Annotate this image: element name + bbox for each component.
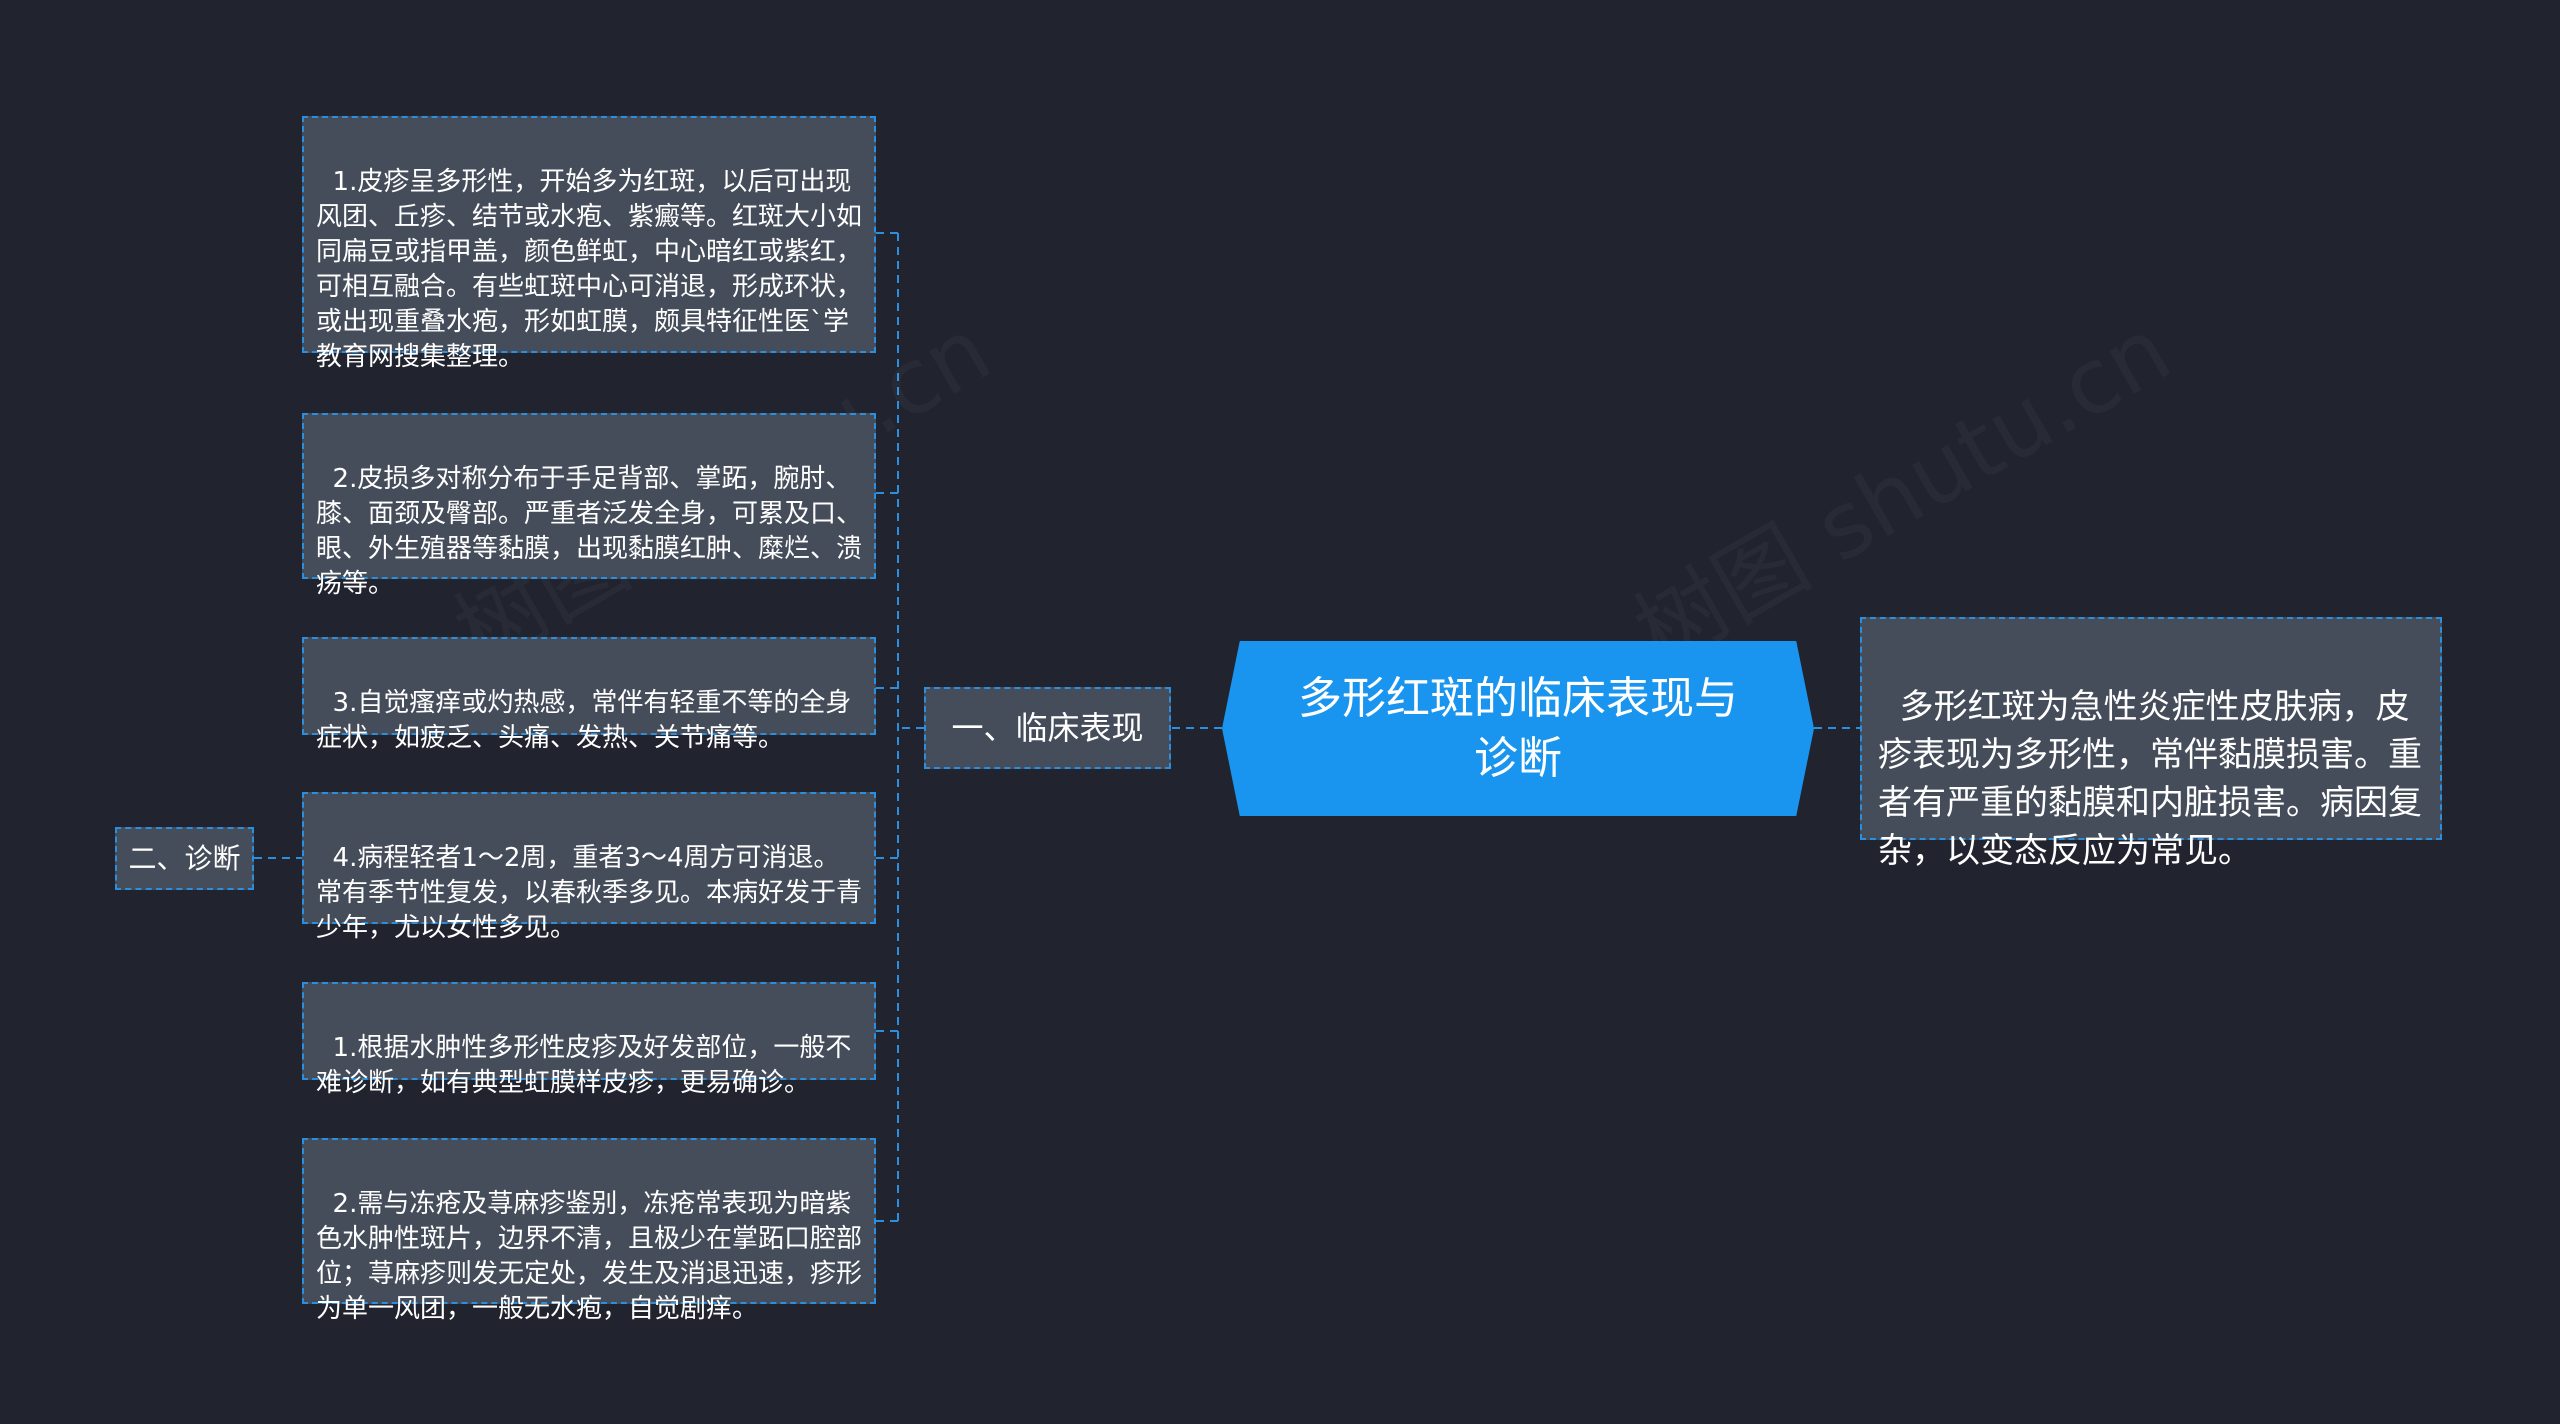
branch-label: 二、诊断: [128, 841, 241, 875]
leaf-node-5[interactable]: 1.根据水肿性多形性皮疹及好发部位，一般不难诊断，如有典型虹膜样皮疹，更易确诊。: [302, 982, 876, 1098]
branch-clinical[interactable]: 一、临床表现: [924, 687, 1171, 769]
leaf-text: 2.皮损多对称分布于手足背部、掌跖，腕肘、膝、面颈及臀部。严重者泛发全身，可累及…: [316, 464, 863, 599]
summary-node[interactable]: 多形红斑为急性炎症性皮肤病，皮疹表现为多形性，常伴黏膜损害。重者有严重的黏膜和内…: [1860, 617, 2442, 871]
summary-text: 多形红斑为急性炎症性皮肤病，皮疹表现为多形性，常伴黏膜损害。重者有严重的黏膜和内…: [1878, 687, 2422, 871]
leaf-text: 1.皮疹呈多形性，开始多为红斑，以后可出现风团、丘疹、结节或水疱、紫癜等。红斑大…: [316, 167, 863, 372]
leaf-text: 3.自觉瘙痒或灼热感，常伴有轻重不等的全身症状，如疲乏、头痛、发热、关节痛等。: [316, 688, 852, 753]
leaf-text: 1.根据水肿性多形性皮疹及好发部位，一般不难诊断，如有典型虹膜样皮疹，更易确诊。: [316, 1033, 852, 1098]
leaf-text: 2.需与冻疮及荨麻疹鉴别，冻疮常表现为暗紫色水肿性斑片，边界不清，且极少在掌跖口…: [316, 1189, 863, 1324]
leaf-node-4[interactable]: 4.病程轻者1～2周，重者3～4周方可消退。常有季节性复发，以春秋季多见。本病好…: [302, 792, 876, 943]
leaf-node-1[interactable]: 1.皮疹呈多形性，开始多为红斑，以后可出现风团、丘疹、结节或水疱、紫癜等。红斑大…: [302, 116, 876, 372]
leaf-node-2[interactable]: 2.皮损多对称分布于手足背部、掌跖，腕肘、膝、面颈及臀部。严重者泛发全身，可累及…: [302, 413, 876, 599]
leaf-node-3[interactable]: 3.自觉瘙痒或灼热感，常伴有轻重不等的全身症状，如疲乏、头痛、发热、关节痛等。: [302, 637, 876, 753]
branch-diagnosis[interactable]: 二、诊断: [115, 827, 254, 890]
branch-label: 一、临床表现: [951, 709, 1144, 747]
leaf-node-6[interactable]: 2.需与冻疮及荨麻疹鉴别，冻疮常表现为暗紫色水肿性斑片，边界不清，且极少在掌跖口…: [302, 1138, 876, 1324]
leaf-text: 4.病程轻者1～2周，重者3～4周方可消退。常有季节性复发，以春秋季多见。本病好…: [316, 843, 863, 943]
central-topic-title: 多形红斑的临床表现与诊断: [1298, 672, 1738, 784]
central-topic[interactable]: 多形红斑的临床表现与诊断: [1222, 641, 1814, 816]
